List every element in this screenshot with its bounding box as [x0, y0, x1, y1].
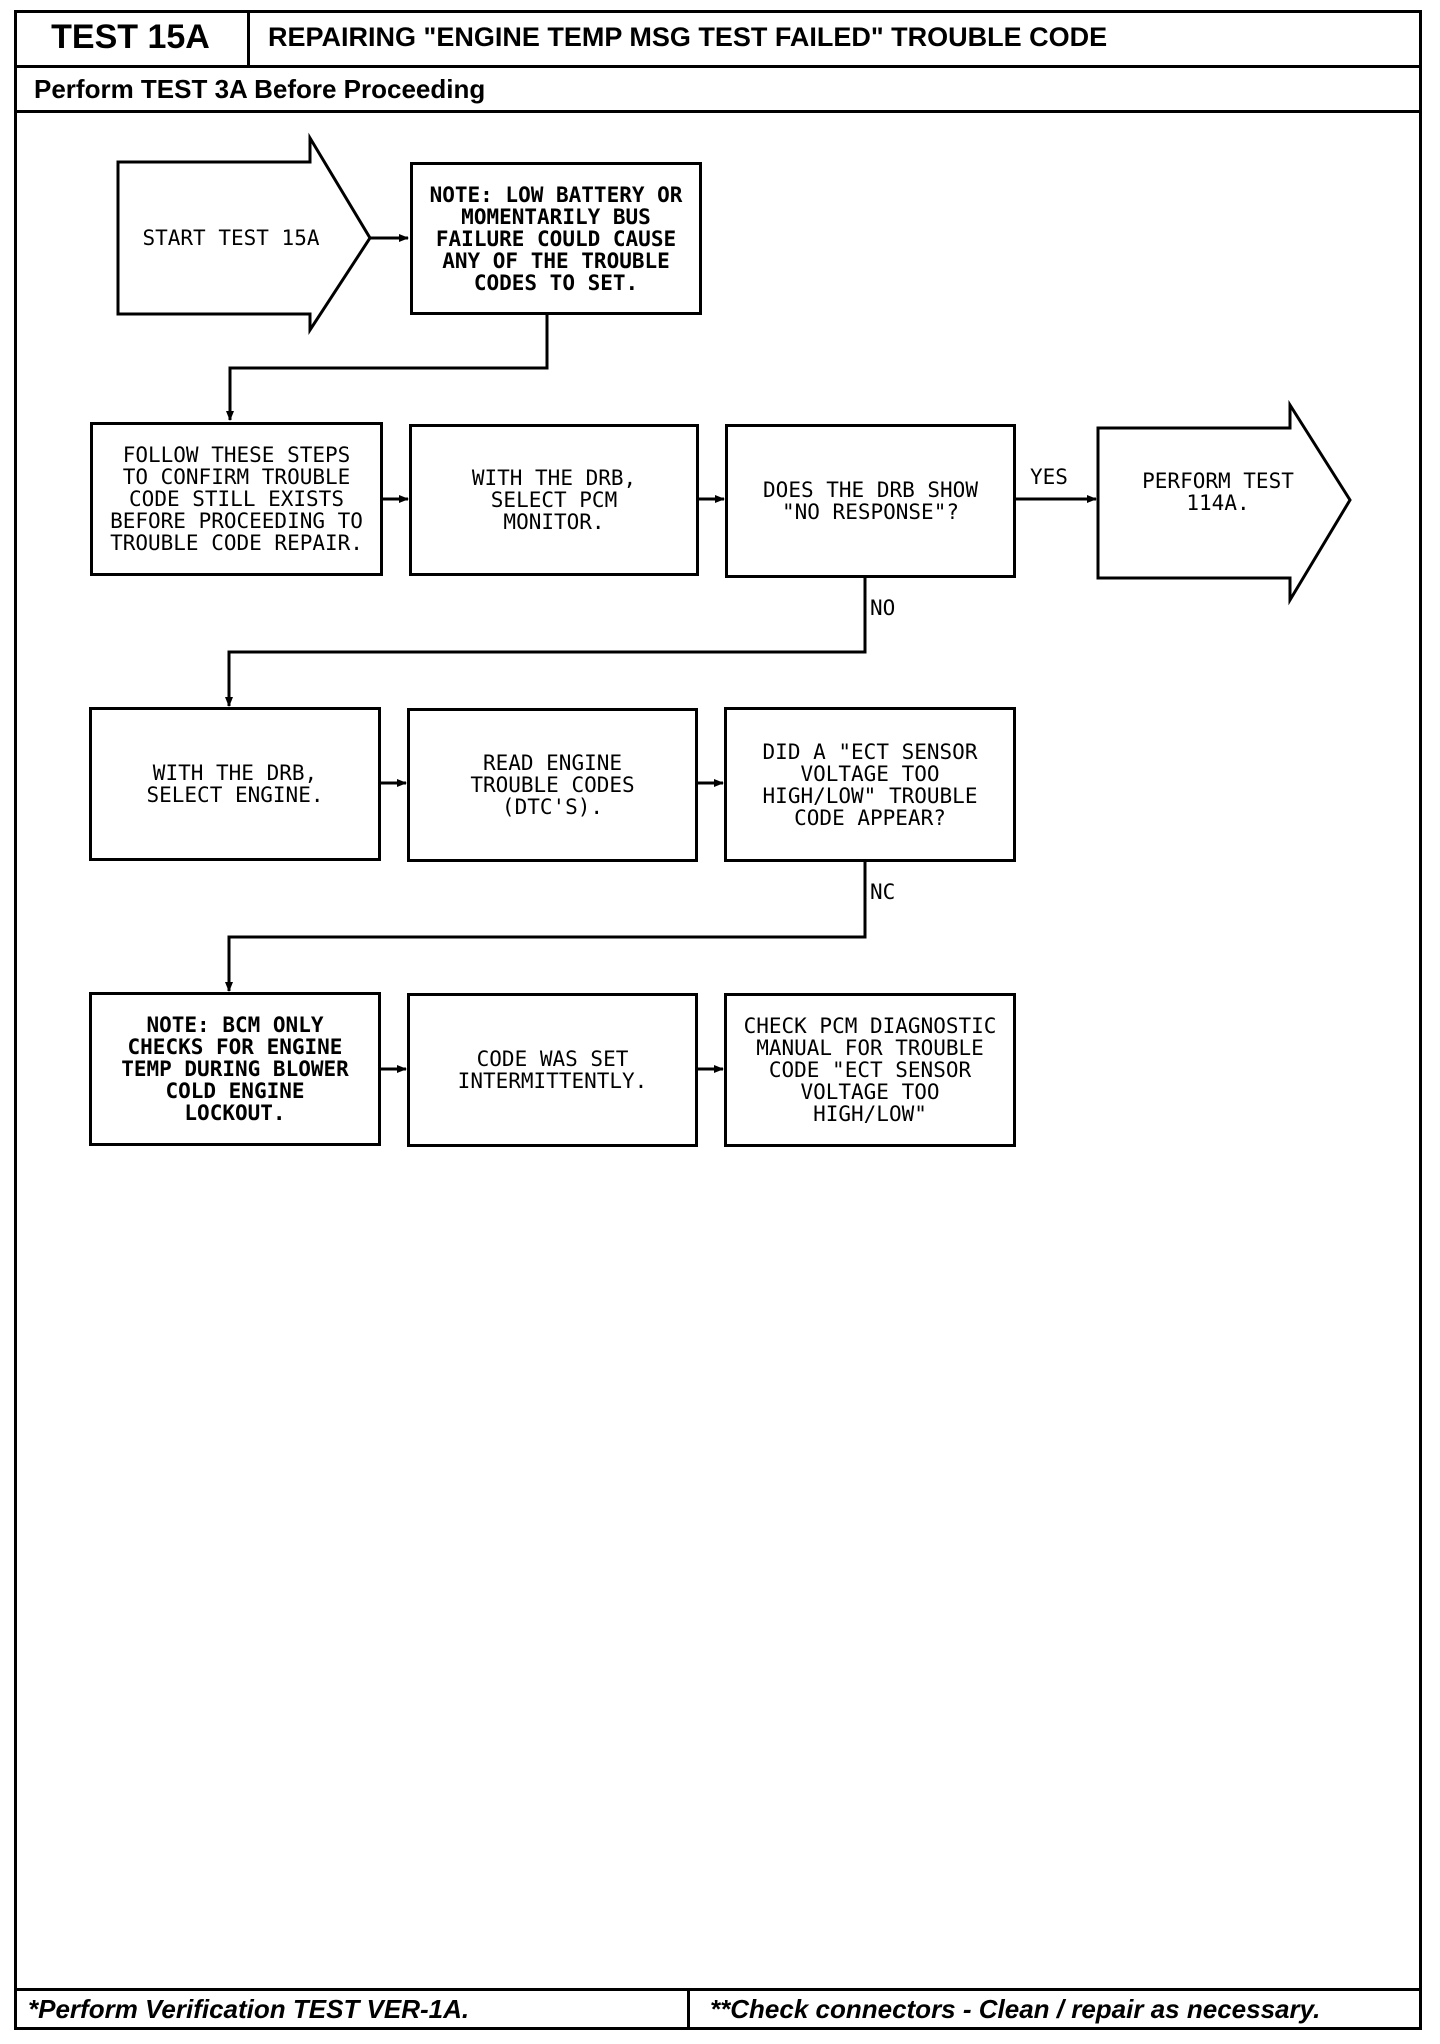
footer-verification-note: *Perform Verification TEST VER-1A. [14, 1988, 690, 2030]
step-select-pcm-monitor: WITH THE DRB, SELECT PCM MONITOR. [409, 424, 699, 576]
result-code-intermittent: CODE WAS SET INTERMITTENTLY. [407, 993, 698, 1147]
action-check-pcm-manual-text: CHECK PCM DIAGNOSTIC MANUAL FOR TROUBLE … [743, 1014, 997, 1126]
decision-ect-code-text: DID A "ECT SENSOR VOLTAGE TOO HIGH/LOW" … [762, 739, 978, 830]
step-follow-these-steps-text: FOLLOW THESE STEPS TO CONFIRM TROUBLE CO… [110, 443, 363, 555]
step-select-engine: WITH THE DRB, SELECT ENGINE. [89, 707, 381, 861]
perform-arrow-shape [1096, 399, 1352, 606]
result-code-intermittent-text: CODE WAS SET INTERMITTENTLY. [457, 1047, 648, 1093]
start-test-label: START TEST 15A [142, 226, 320, 250]
page-frame [14, 10, 1422, 2030]
start-arrow-shape [116, 132, 372, 336]
decision-no-response: DOES THE DRB SHOW "NO RESPONSE"? [725, 424, 1016, 578]
action-check-pcm-manual: CHECK PCM DIAGNOSTIC MANUAL FOR TROUBLE … [724, 993, 1016, 1147]
note-bcm-only: NOTE: BCM ONLY CHECKS FOR ENGINE TEMP DU… [89, 992, 381, 1146]
step-read-trouble-codes-text: READ ENGINE TROUBLE CODES (DTC'S). [470, 751, 635, 819]
test-id: TEST 15A [14, 10, 250, 68]
yes-label: YES [1030, 465, 1068, 489]
nc-label: NC [870, 880, 896, 904]
decision-no-response-text: DOES THE DRB SHOW "NO RESPONSE"? [763, 478, 978, 524]
no-label: NO [870, 596, 896, 620]
note-bcm-only-text: NOTE: BCM ONLY CHECKS FOR ENGINE TEMP DU… [121, 1013, 349, 1125]
prerequisite-note: Perform TEST 3A Before Proceeding [14, 68, 1422, 113]
step-follow-these-steps: FOLLOW THESE STEPS TO CONFIRM TROUBLE CO… [90, 422, 383, 576]
step-select-pcm-monitor-text: WITH THE DRB, SELECT PCM MONITOR. [471, 466, 637, 534]
perform-test-114a: PERFORM TEST 114A. [1142, 469, 1294, 515]
decision-ect-code: DID A "ECT SENSOR VOLTAGE TOO HIGH/LOW" … [724, 707, 1016, 862]
step-read-trouble-codes: READ ENGINE TROUBLE CODES (DTC'S). [407, 708, 698, 862]
note-low-battery-text: NOTE: LOW BATTERY OR MOMENTARILY BUS FAI… [429, 182, 683, 295]
page-title: REPAIRING "ENGINE TEMP MSG TEST FAILED" … [250, 10, 1422, 68]
footer-connectors-note: **Check connectors - Clean / repair as n… [710, 1993, 1321, 2024]
step-select-engine-text: WITH THE DRB, SELECT ENGINE. [146, 761, 324, 807]
note-low-battery: NOTE: LOW BATTERY OR MOMENTARILY BUS FAI… [410, 162, 702, 315]
footer-bar [14, 1988, 1422, 2030]
